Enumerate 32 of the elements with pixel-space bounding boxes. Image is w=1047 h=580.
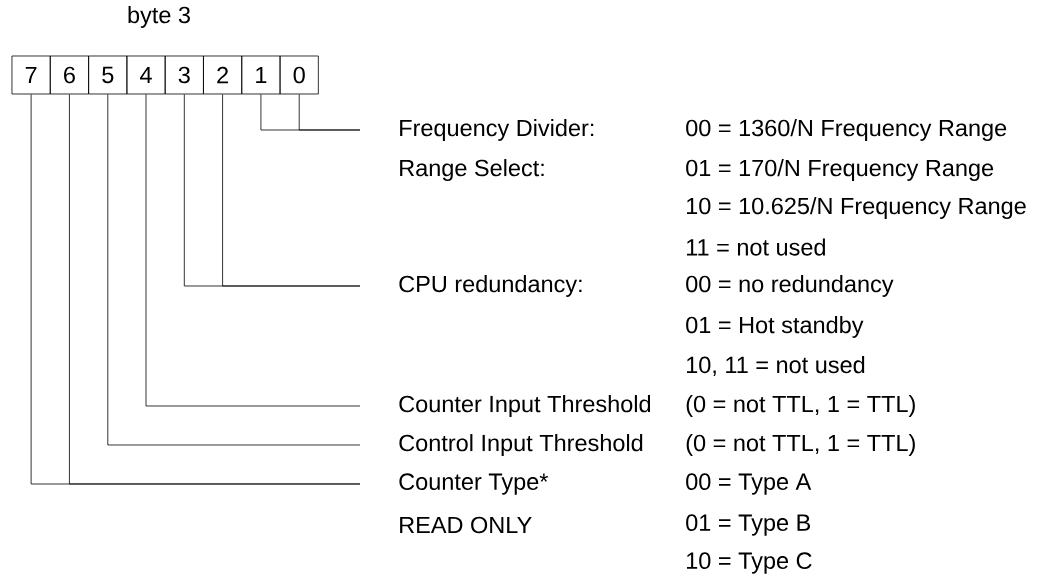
value-text: 10 = 10.625/N Frequency Range	[687, 197, 1026, 219]
value-text: 00 = Type A	[686, 473, 812, 495]
field-label: Counter Type*	[399, 473, 549, 495]
bit-cell: 5	[88, 55, 128, 95]
value-text: (0 = not TTL, 1 = TTL)	[686, 395, 915, 417]
value-text: 10 = Type C	[687, 552, 812, 574]
value-text: 11 = not used	[687, 238, 825, 256]
bit-cell: 0	[279, 55, 319, 95]
value-text: 01 = Hot standby	[686, 316, 864, 338]
bit-cell: 2	[203, 55, 243, 95]
value-text: READ ONLY	[400, 516, 532, 534]
bit-cell: 1	[241, 55, 281, 95]
leader-line	[222, 94, 361, 287]
bit-cell: 7	[11, 55, 51, 95]
field-label: Counter Input Threshold	[399, 395, 651, 417]
bit-cell: 6	[49, 55, 89, 95]
leader-line	[145, 94, 361, 407]
field-label: Control Input Threshold	[399, 434, 643, 456]
value-text: 00 = 1360/N Frequency Range	[686, 119, 1007, 141]
value-text: 10, 11 = not used	[687, 356, 865, 376]
value-text: 01 = 170/N Frequency Range	[686, 159, 994, 181]
value-text: (0 = not TTL, 1 = TTL)	[686, 434, 915, 456]
bit-cell: 4	[126, 55, 166, 95]
value-text: 00 = no redundancy	[686, 275, 894, 297]
value-text: 01 = Type B	[686, 514, 810, 536]
field-label: CPU redundancy:	[399, 275, 582, 297]
leader-line	[298, 94, 361, 131]
leader-line	[107, 94, 361, 446]
field-label: Frequency Divider:	[400, 119, 594, 141]
bit-cell: 3	[164, 55, 204, 95]
value-text: Range Select:	[400, 159, 544, 181]
value-text: byte 3	[128, 6, 190, 28]
